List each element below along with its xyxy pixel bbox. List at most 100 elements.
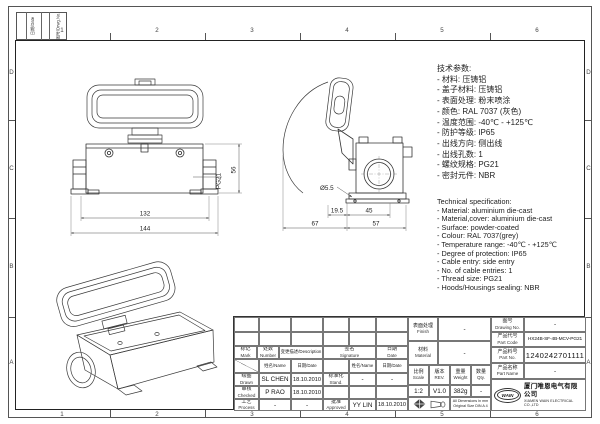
iso-cable-entry bbox=[66, 351, 96, 389]
qty-value: - bbox=[471, 385, 491, 397]
grid-col-label: 6 bbox=[535, 27, 539, 34]
grid-row-label: D bbox=[586, 69, 591, 76]
company-name-cn: 厦门唯恩电气有限公司 bbox=[524, 382, 578, 398]
grid-tick bbox=[300, 410, 301, 418]
iso-view bbox=[56, 261, 218, 396]
corner-box-divider bbox=[26, 12, 27, 40]
grid-col-label: 3 bbox=[250, 27, 254, 34]
dim-19-5-label: 19.5 bbox=[331, 208, 344, 215]
grid-col-label: 6 bbox=[535, 410, 539, 418]
tech-cn-title: 技术参数: bbox=[437, 64, 472, 73]
tech-en-item: - Surface: powder-coated bbox=[437, 222, 519, 232]
front-view bbox=[70, 143, 219, 195]
grid-col-label: 3 bbox=[250, 410, 254, 418]
dim-132-label: 132 bbox=[140, 211, 151, 218]
corner-box-divider bbox=[49, 12, 50, 40]
corner-date-label: 日期/Date bbox=[30, 16, 36, 36]
drawn-date: 18.10.2010 bbox=[291, 373, 323, 386]
tech-cn-item: - 防护等级: IP65 bbox=[437, 128, 495, 138]
tech-en-item: - Temperature range: -40℃ - +125℃ bbox=[437, 239, 557, 249]
grid-col-label: 1 bbox=[60, 410, 64, 418]
tech-params-cn: 技术参数: - 材料: 压铸铝 - 盖子材料: 压铸铝 - 表面处理: 粉末喷涂… bbox=[437, 64, 533, 182]
hinge-link bbox=[337, 128, 354, 165]
sig-hdr-date2: 日期/Date bbox=[376, 359, 408, 373]
grid-tick bbox=[395, 410, 396, 418]
tech-en-item: - No. of cable entries: 1 bbox=[437, 265, 513, 275]
grid-row-label: C bbox=[9, 165, 14, 172]
iso-cover bbox=[56, 261, 176, 327]
rev-empty-cell bbox=[323, 317, 349, 332]
tb-empty-cell bbox=[323, 386, 349, 399]
grid-tick bbox=[8, 218, 15, 219]
tech-cn-item: - 盖子材料: 压铸铝 bbox=[437, 85, 503, 95]
grid-tick bbox=[110, 33, 111, 40]
rev-value: V1.0 bbox=[429, 385, 450, 397]
cover-top-view bbox=[86, 78, 204, 144]
grid-col-label: 5 bbox=[440, 27, 444, 34]
grid-tick bbox=[8, 317, 15, 318]
sig-hdr-name: 姓名/Name bbox=[259, 359, 291, 373]
part-code-value: HX24B-SF-4B-MCV-PG21 bbox=[524, 332, 586, 347]
tech-cn-item: - 出线方向: 侧出线 bbox=[437, 138, 503, 148]
tech-cn-item: - 密封元件: NBR bbox=[437, 171, 496, 181]
approved-name: YY LIN bbox=[349, 399, 376, 411]
process-name: - bbox=[259, 399, 291, 411]
grid-row-label: B bbox=[586, 263, 591, 270]
corner-box-divider bbox=[41, 12, 42, 40]
tech-en-item: - Degree of protection: IP65 bbox=[437, 248, 527, 258]
rev-empty-cell bbox=[259, 317, 291, 332]
grid-row-label: B bbox=[9, 263, 14, 270]
rev-empty-cell bbox=[349, 317, 376, 332]
iso-body-front bbox=[109, 329, 215, 390]
company-cell: WAIN 厦门唯恩电气有限公司 XIAMEN WAIN ELECTRICAL C… bbox=[491, 379, 586, 411]
tech-cn-item: - 材料: 压铸铝 bbox=[437, 74, 487, 84]
grid-row-label: D bbox=[9, 69, 14, 76]
checked-name: P RAO bbox=[259, 386, 291, 399]
tech-cn-item: - 出线孔数: 1 bbox=[437, 149, 483, 159]
tech-cn-item: - 颜色: RAL 7037 (灰色) bbox=[437, 106, 522, 116]
rev-empty-cell bbox=[259, 332, 291, 346]
rev-empty-cell bbox=[349, 332, 376, 346]
grid-col-label: 2 bbox=[155, 27, 159, 34]
projection-symbol-icon bbox=[413, 399, 425, 409]
process-date: - bbox=[291, 399, 323, 411]
dimensions: 132 144 56 PG21 Ø5.5 19.5 45 67 bbox=[70, 143, 407, 236]
grid-col-label: 1 bbox=[60, 27, 64, 34]
dim-hole-label: Ø5.5 bbox=[320, 185, 334, 192]
projection-symbols bbox=[408, 397, 450, 411]
grid-col-label: 4 bbox=[345, 27, 349, 34]
grid-tick bbox=[110, 410, 111, 418]
grid-tick bbox=[585, 317, 592, 318]
grid-tick bbox=[205, 410, 206, 418]
tech-cn-item: - 表面处理: 粉末喷涂 bbox=[437, 96, 511, 106]
stand-name: - bbox=[349, 373, 376, 386]
rev-empty-cell bbox=[234, 317, 259, 332]
approved-date: 18.10.2010 bbox=[376, 399, 408, 411]
scale-value: 1:2 bbox=[408, 385, 429, 397]
rev-empty-cell bbox=[323, 332, 349, 346]
tech-cn-item: - 温度范围: -40℃ - +125℃ bbox=[437, 117, 533, 127]
sig-hdr-date: 日期/Date bbox=[291, 359, 323, 373]
drawing-no-value: - bbox=[524, 317, 586, 332]
grid-col-label: 2 bbox=[155, 410, 159, 418]
tech-en-item: - Colour: RAL 7037(grey) bbox=[437, 231, 519, 241]
rev-empty-cell bbox=[376, 317, 408, 332]
drawing-views: 132 144 56 PG21 Ø5.5 19.5 45 67 bbox=[56, 77, 413, 396]
wain-logo: WAIN bbox=[494, 387, 521, 403]
tb-empty-cell bbox=[349, 386, 376, 399]
